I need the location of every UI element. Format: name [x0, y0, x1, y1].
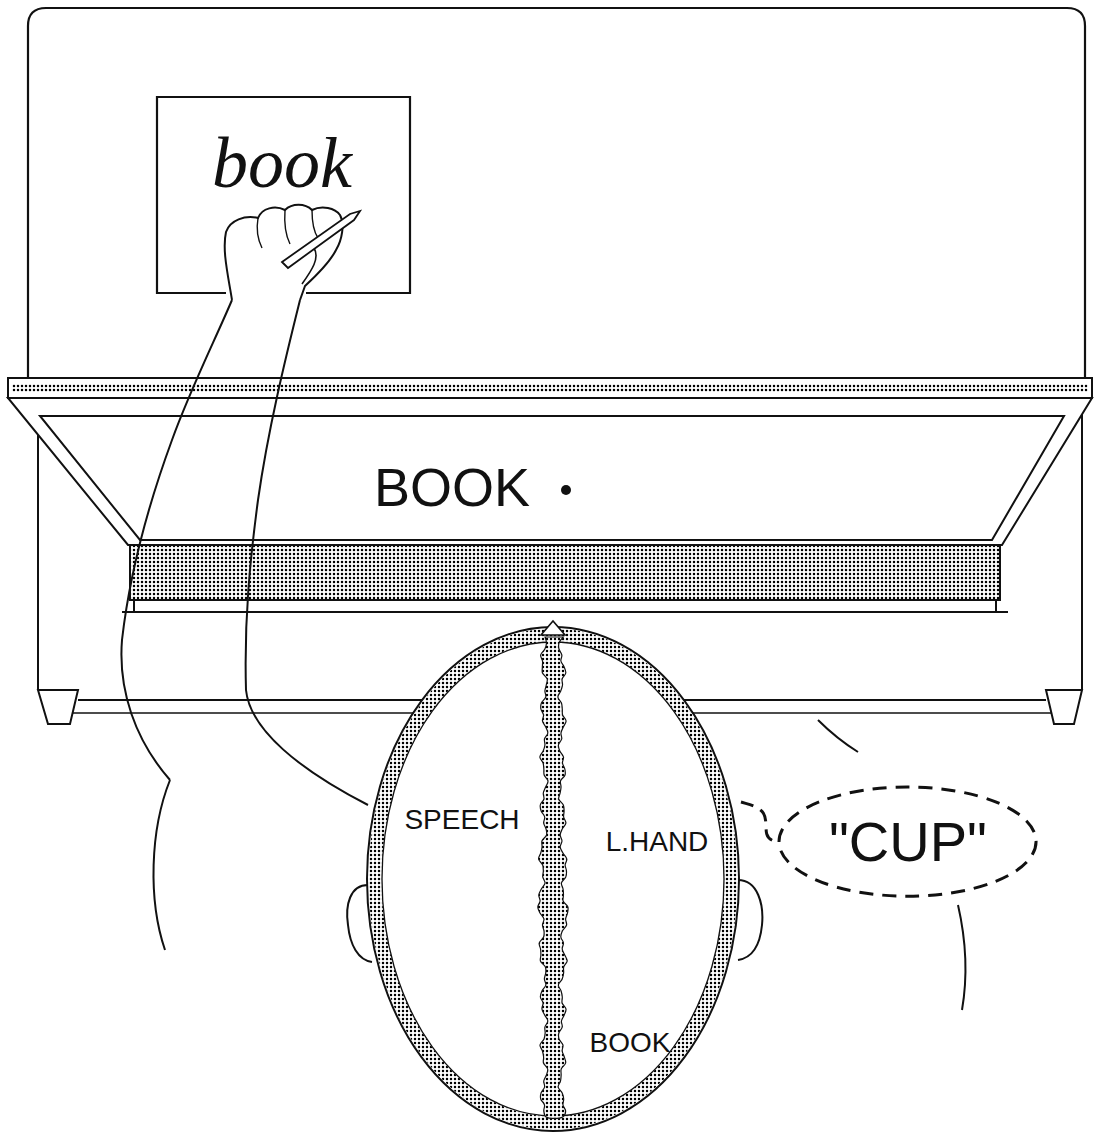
card-border [157, 97, 410, 293]
text-slot: BOOK [590, 1029, 671, 1057]
screen-border [40, 416, 1064, 540]
pencil [282, 211, 360, 268]
text-slot: "CUP" [829, 814, 987, 870]
skull-band [375, 635, 731, 1123]
table-lip [134, 600, 996, 612]
rail-shading [12, 384, 1088, 392]
text-slot: BOOK [374, 460, 530, 514]
projection-screen-outline [40, 416, 1064, 540]
table-foot [1046, 690, 1082, 724]
bubble-outline [779, 787, 1036, 896]
fixation-dot [561, 485, 571, 495]
ear [738, 880, 762, 960]
table-lip-edge [122, 611, 1008, 613]
spoken-word: "CUP" [829, 814, 987, 870]
hemisphere-label: L.HAND [606, 828, 709, 856]
shoulder-outline [154, 780, 170, 950]
table-leg [37, 398, 39, 690]
table-foot [38, 690, 78, 724]
hemisphere-label: BOOK [590, 1029, 671, 1057]
text-slot: L.HAND [606, 828, 709, 856]
projection-screen: BOOK [40, 416, 1064, 540]
skull-outline [367, 627, 739, 1131]
writing-hand [225, 205, 343, 300]
speech-bubble: "CUP" [777, 785, 1038, 898]
brain-cross-section-outline [365, 625, 741, 1133]
shaded-band [130, 545, 1000, 600]
shoulder-outline [818, 720, 858, 752]
shoulder-outline [958, 905, 965, 1010]
midline-fissure [538, 637, 568, 1118]
nose-marker [541, 621, 565, 635]
arm-outline [246, 300, 368, 805]
text-slot: SPEECH [404, 806, 519, 834]
table-rail [8, 378, 1092, 398]
handwritten-word: book [212, 127, 352, 199]
text-slot: book [212, 127, 352, 199]
screen-word: BOOK [374, 460, 530, 514]
display-panel [28, 8, 1085, 385]
speech-line [741, 802, 777, 842]
screen-frame [8, 398, 1092, 545]
brain-cross-section: SPEECH L.HAND BOOK [365, 625, 741, 1133]
stimulus-card: book [157, 97, 410, 293]
hemisphere-label: SPEECH [404, 806, 519, 834]
table-leg [1081, 398, 1083, 690]
